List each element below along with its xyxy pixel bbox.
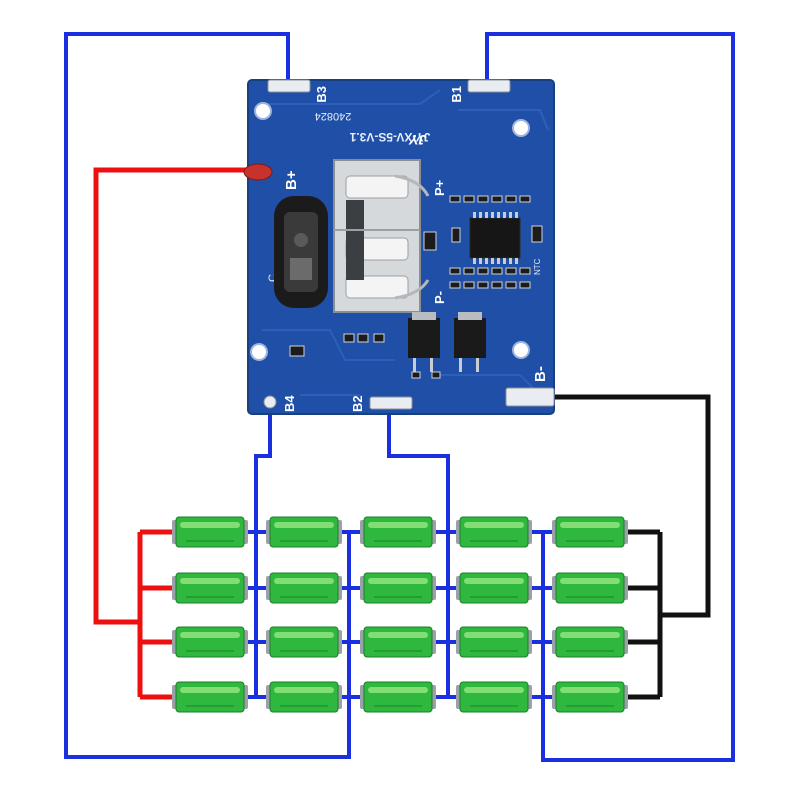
- battery-cell: [172, 572, 248, 604]
- battery-cell: [552, 626, 628, 658]
- battery-cell-grid: [172, 516, 628, 713]
- board-model: JY-XV-5S-V3.1: [349, 130, 430, 144]
- label-p-plus: P+: [432, 179, 447, 196]
- battery-cell: [266, 626, 342, 658]
- mounting-bracket: [274, 196, 328, 308]
- battery-cell: [360, 516, 436, 548]
- wire-b-minus: [552, 394, 711, 618]
- pad-b-minus: [505, 387, 555, 407]
- battery-cell: [360, 626, 436, 658]
- label-ntc: NTC: [533, 258, 542, 275]
- negative-wire: [552, 394, 711, 700]
- label-b3: B3: [314, 86, 329, 103]
- wire-b-plus: [93, 167, 258, 625]
- bms-board: B3 B1 B+ B4 B2 B- P+ P- NTC C JY-XV-5S-V…: [243, 79, 555, 415]
- mosfet-2: [454, 312, 486, 372]
- battery-cell: [456, 626, 532, 658]
- battery-cell: [172, 516, 248, 548]
- mount-hole: [250, 343, 268, 361]
- pad-b2: [369, 396, 413, 410]
- label-b1: B1: [449, 86, 464, 103]
- battery-cell: [266, 516, 342, 548]
- label-c: C: [267, 274, 279, 282]
- wire-b1: [485, 32, 735, 762]
- label-b4: B4: [282, 395, 297, 412]
- battery-cell: [360, 681, 436, 713]
- battery-cell: [172, 626, 248, 658]
- battery-cell: [456, 681, 532, 713]
- pad-b1: [467, 79, 511, 93]
- label-p-minus: P-: [432, 291, 447, 304]
- pad-b3: [267, 79, 311, 93]
- battery-cell: [456, 516, 532, 548]
- bms-ic: [469, 212, 521, 264]
- battery-cell: [266, 681, 342, 713]
- smd-components: [289, 195, 543, 379]
- battery-cell: [552, 516, 628, 548]
- battery-cell: [552, 572, 628, 604]
- board-code: 240824: [315, 110, 352, 122]
- label-b2: B2: [350, 395, 365, 412]
- pad-b-plus: [243, 163, 273, 181]
- wire-b3: [64, 32, 351, 759]
- label-b-plus: B+: [283, 170, 300, 190]
- mount-hole: [254, 102, 272, 120]
- mount-hole: [512, 119, 530, 137]
- pad-b4: [263, 395, 277, 409]
- balance-wires: [64, 32, 735, 762]
- battery-cell: [456, 572, 532, 604]
- board-logo: JY: [408, 132, 427, 148]
- mount-hole: [512, 341, 530, 359]
- battery-cell: [172, 681, 248, 713]
- battery-cell: [552, 681, 628, 713]
- mosfet-1: [408, 312, 440, 372]
- positive-wire: [93, 167, 258, 700]
- battery-cell: [360, 572, 436, 604]
- battery-cell: [266, 572, 342, 604]
- terminal-block: [333, 159, 430, 313]
- label-b-minus: B-: [532, 366, 549, 382]
